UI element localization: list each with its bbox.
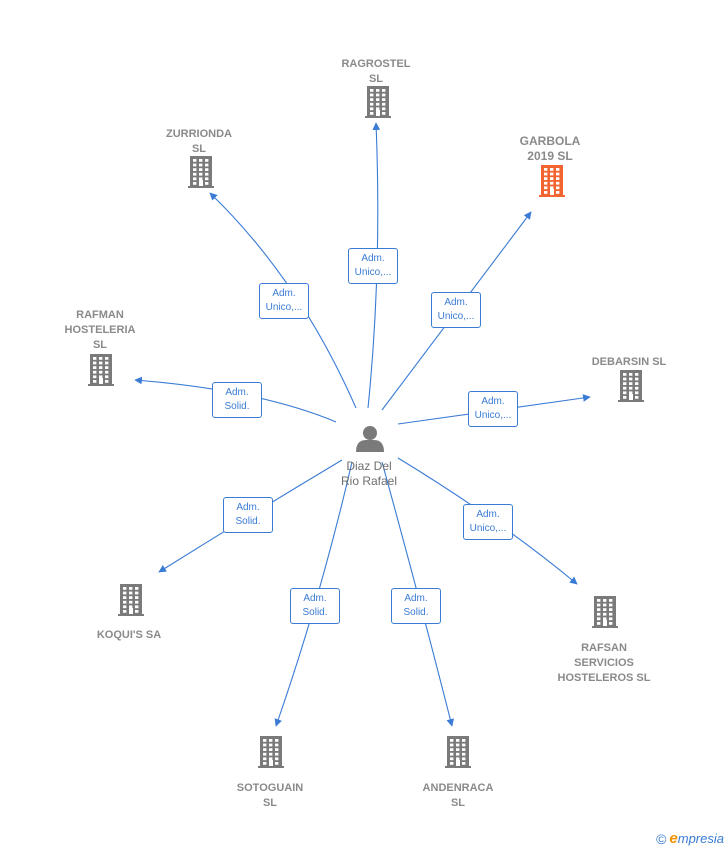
edge-label-line: Solid. — [235, 516, 261, 527]
edge-label-line: Adm. — [361, 253, 385, 264]
brand-first-letter: e — [669, 830, 678, 847]
person-name-line1: Diaz Del — [346, 459, 392, 473]
building-icon-garbola[interactable] — [539, 165, 565, 197]
person-icon[interactable] — [356, 426, 384, 452]
edge-label-line: Adm. — [481, 396, 505, 407]
company-label-rafman[interactable]: RAFMAN HOSTELERIA SL — [65, 308, 136, 353]
company-name-line: SERVICIOS — [574, 657, 634, 669]
edges-layer — [134, 122, 591, 727]
company-name-line: 2019 SL — [527, 149, 573, 163]
edge-label-sotoguain[interactable]: Adm. Solid. — [290, 588, 340, 624]
building-icon-sotoguain[interactable] — [258, 736, 284, 768]
brand-logo: empresia — [669, 830, 724, 847]
edge-label-line: Unico,... — [354, 267, 392, 278]
building-icon-debarsin[interactable] — [618, 370, 644, 402]
edge-label-rafman[interactable]: Adm. Solid. — [212, 382, 262, 418]
edge-label-line: Adm. — [303, 593, 327, 604]
company-name-line: ZURRIONDA — [166, 128, 232, 140]
edge-label-line: Unico,... — [469, 523, 507, 534]
company-name-line: HOSTELERIA — [64, 324, 136, 336]
edge-label-line: Adm. — [404, 593, 428, 604]
company-label-koquis[interactable]: KOQUI'S SA — [97, 628, 161, 643]
edge-label-garbola[interactable]: Adm. Unico,... — [431, 292, 481, 328]
brand-rest: mpresia — [677, 831, 724, 846]
person-label[interactable]: Diaz Del Rio Rafael — [341, 459, 397, 489]
edge-label-koquis[interactable]: Adm. Solid. — [223, 497, 273, 533]
building-icon-rafsan[interactable] — [592, 596, 618, 628]
company-name-line: ANDENRACA — [422, 782, 494, 794]
building-icon-koquis[interactable] — [118, 584, 144, 616]
edge-label-line: Unico,... — [474, 410, 512, 421]
edge-label-line: Solid. — [403, 607, 429, 618]
edge-label-line: Adm. — [476, 509, 500, 520]
edge-label-line: Unico,... — [265, 302, 303, 313]
edge-label-line: Solid. — [224, 401, 250, 412]
edge-label-ragrostel[interactable]: Adm. Unico,... — [348, 248, 398, 284]
company-label-ragrostel[interactable]: RAGROSTEL SL — [341, 57, 410, 87]
company-name-line: SL — [450, 797, 466, 809]
building-icon-rafman[interactable] — [88, 354, 114, 386]
company-name-line: HOSTELEROS SL — [557, 672, 651, 684]
company-name-line: KOQUI'S SA — [96, 629, 162, 641]
edge-label-line: Adm. — [444, 297, 468, 308]
company-name-line: RAGROSTEL — [341, 58, 411, 70]
company-name-line: GARBOLA — [519, 134, 581, 148]
edge-label-line: Adm. — [225, 387, 249, 398]
edge-label-line: Solid. — [302, 607, 328, 618]
edge-label-andenraca[interactable]: Adm. Solid. — [391, 588, 441, 624]
company-label-sotoguain[interactable]: SOTOGUAIN SL — [237, 781, 303, 811]
edge-label-line: Unico,... — [437, 311, 475, 322]
company-label-debarsin[interactable]: DEBARSIN SL — [592, 355, 667, 370]
edge-label-rafsan[interactable]: Adm. Unico,... — [463, 504, 513, 540]
company-label-andenraca[interactable]: ANDENRACA SL — [423, 781, 494, 811]
company-label-zurrionda[interactable]: ZURRIONDA SL — [166, 127, 232, 157]
company-name-line: RAFMAN — [76, 309, 124, 321]
footer-brand[interactable]: © empresia — [656, 830, 724, 847]
icons-layer — [88, 86, 644, 768]
company-name-line: DEBARSIN SL — [591, 356, 667, 368]
company-name-line: SL — [92, 339, 108, 351]
company-name-line: SL — [191, 143, 207, 155]
company-name-line: SL — [368, 73, 384, 85]
building-icon-zurrionda[interactable] — [188, 156, 214, 188]
edge-label-zurrionda[interactable]: Adm. Unico,... — [259, 283, 309, 319]
edge-label-debarsin[interactable]: Adm. Unico,... — [468, 391, 518, 427]
building-icon-andenraca[interactable] — [445, 736, 471, 768]
company-label-rafsan[interactable]: RAFSAN SERVICIOS HOSTELEROS SL — [558, 641, 651, 686]
edge-label-line: Adm. — [272, 288, 296, 299]
person-name-line2: Rio Rafael — [340, 474, 398, 488]
company-name-line: RAFSAN — [581, 642, 627, 654]
edge-label-line: Adm. — [236, 502, 260, 513]
copyright-icon: © — [656, 830, 667, 847]
company-name-line: SOTOGUAIN — [236, 782, 304, 794]
building-icon-ragrostel[interactable] — [365, 86, 391, 118]
company-name-line: SL — [262, 797, 278, 809]
